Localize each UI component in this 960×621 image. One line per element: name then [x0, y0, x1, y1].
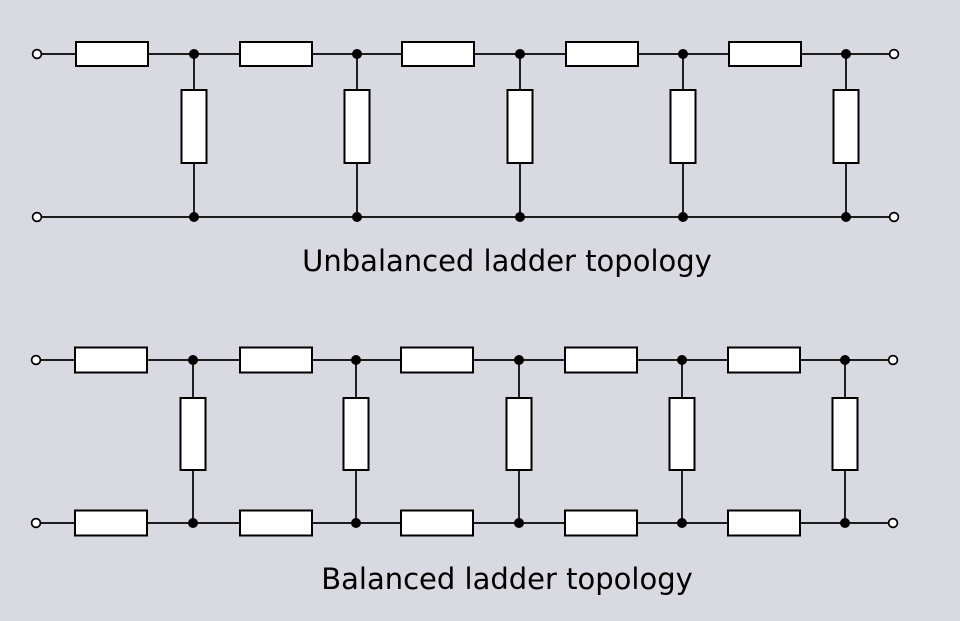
shunt-resistor: [179, 397, 207, 471]
series-resistor: [727, 509, 801, 537]
shunt-resistor: [180, 89, 208, 164]
shunt-resistor: [832, 89, 860, 164]
series-resistor: [401, 41, 475, 67]
shunt-resistor: [668, 397, 696, 471]
junction-dot: [677, 355, 687, 365]
shunt-resistor: [669, 89, 697, 164]
terminal: [887, 354, 899, 366]
junction-dot: [840, 518, 850, 528]
junction-dot: [515, 49, 525, 59]
terminal: [31, 211, 43, 223]
junction-dot: [188, 518, 198, 528]
series-resistor: [239, 41, 313, 67]
junction-dot: [678, 212, 688, 222]
series-resistor: [239, 346, 313, 374]
terminal: [888, 48, 900, 60]
series-resistor: [75, 41, 149, 67]
caption-unbalanced-ladder: Unbalanced ladder topology: [302, 244, 712, 278]
terminal: [31, 48, 43, 60]
series-resistor: [564, 509, 638, 537]
junction-dot: [351, 355, 361, 365]
junction-dot: [840, 355, 850, 365]
junction-dot: [352, 212, 362, 222]
series-resistor: [74, 509, 148, 537]
terminal: [888, 211, 900, 223]
series-resistor: [239, 509, 313, 537]
junction-dot: [841, 49, 851, 59]
shunt-resistor: [506, 89, 534, 164]
terminal: [887, 517, 899, 529]
series-resistor: [565, 41, 639, 67]
junction-dot: [514, 518, 524, 528]
caption-balanced-ladder: Balanced ladder topology: [321, 562, 693, 596]
junction-dot: [678, 49, 688, 59]
junction-dot: [841, 212, 851, 222]
terminal: [30, 517, 42, 529]
junction-dot: [514, 355, 524, 365]
junction-dot: [351, 518, 361, 528]
shunt-resistor: [831, 397, 859, 471]
junction-dot: [189, 49, 199, 59]
series-resistor: [74, 346, 148, 374]
junction-dot: [189, 212, 199, 222]
junction-dot: [188, 355, 198, 365]
series-resistor: [728, 41, 802, 67]
junction-dot: [677, 518, 687, 528]
unbalanced-ladder-diagram: [31, 41, 900, 223]
balanced-ladder-diagram: [30, 346, 899, 537]
junction-dot: [515, 212, 525, 222]
series-resistor: [727, 346, 801, 374]
junction-dot: [352, 49, 362, 59]
series-resistor: [400, 346, 474, 374]
series-resistor: [564, 346, 638, 374]
series-resistor: [400, 509, 474, 537]
terminal: [30, 354, 42, 366]
shunt-resistor: [342, 397, 370, 471]
shunt-resistor: [343, 89, 371, 164]
shunt-resistor: [505, 397, 533, 471]
